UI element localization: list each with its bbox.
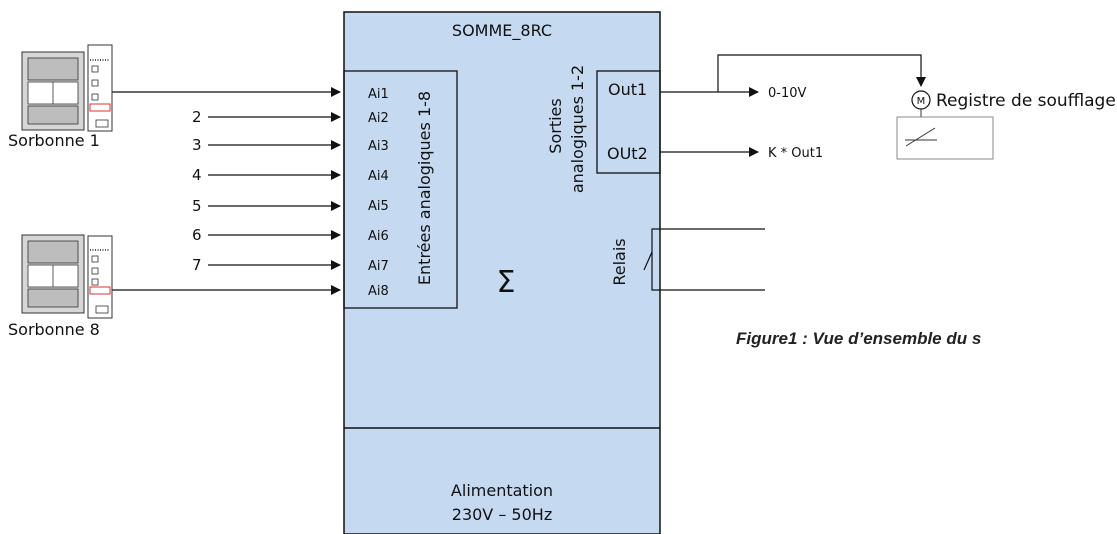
port-ai8: Ai8: [368, 284, 389, 299]
line-number-2: 2: [192, 108, 202, 126]
port-ai2: Ai2: [368, 111, 389, 126]
inputs-box: [343, 70, 458, 309]
damper-icon: [896, 116, 994, 160]
relay-switch: [643, 228, 765, 291]
port-ai1: Ai1: [368, 87, 389, 102]
power-label: Alimentation: [451, 481, 553, 500]
sorbonne-8-label: Sorbonne 8: [8, 320, 100, 339]
motor-letter: M: [917, 96, 926, 107]
module-title: SOMME_8RC: [452, 21, 552, 41]
power-spec: 230V – 50Hz: [452, 505, 552, 524]
port-out2: OUt2: [607, 144, 648, 163]
damper-feed-line: [717, 54, 926, 92]
port-ai4: Ai4: [368, 169, 389, 184]
output-signal-2: K * Out1: [768, 146, 823, 161]
sorbonne-1-label: Sorbonne 1: [8, 131, 100, 150]
input-line-numbers: 2 3 4 5 6 7: [192, 108, 202, 274]
input-port-labels: Ai1 Ai2 Ai3 Ai4 Ai5 Ai6 Ai7 Ai8: [368, 87, 389, 299]
port-ai5: Ai5: [368, 199, 389, 214]
inputs-group-label: Entrées analogiques 1-8: [415, 91, 434, 285]
port-ai6: Ai6: [368, 229, 389, 244]
outputs-group-label-line2: analogiques 1-2: [568, 65, 587, 193]
output-signal-1: 0-10V: [768, 86, 807, 101]
sorbonne-1-device: [21, 44, 113, 132]
module-box: [343, 11, 661, 534]
line-number-7: 7: [192, 256, 202, 274]
sorbonne-8-device: [21, 234, 113, 319]
input-arrows: [112, 87, 341, 295]
outputs-group-label-line1: Sorties: [546, 98, 565, 153]
port-ai3: Ai3: [368, 139, 389, 154]
damper-label: Registre de soufflage: [936, 91, 1116, 111]
relay-label: Relais: [610, 238, 629, 285]
line-number-3: 3: [192, 136, 202, 154]
line-number-4: 4: [192, 166, 202, 184]
controller-panel-icon: [87, 44, 113, 132]
line-number-5: 5: [192, 197, 202, 215]
sum-symbol: Σ: [497, 265, 516, 300]
figure-caption: Figure1 : Vue d’ensemble du s: [736, 329, 981, 348]
line-number-6: 6: [192, 226, 202, 244]
port-ai7: Ai7: [368, 259, 389, 274]
outputs-box: [596, 70, 661, 174]
port-out1: Out1: [608, 80, 647, 99]
